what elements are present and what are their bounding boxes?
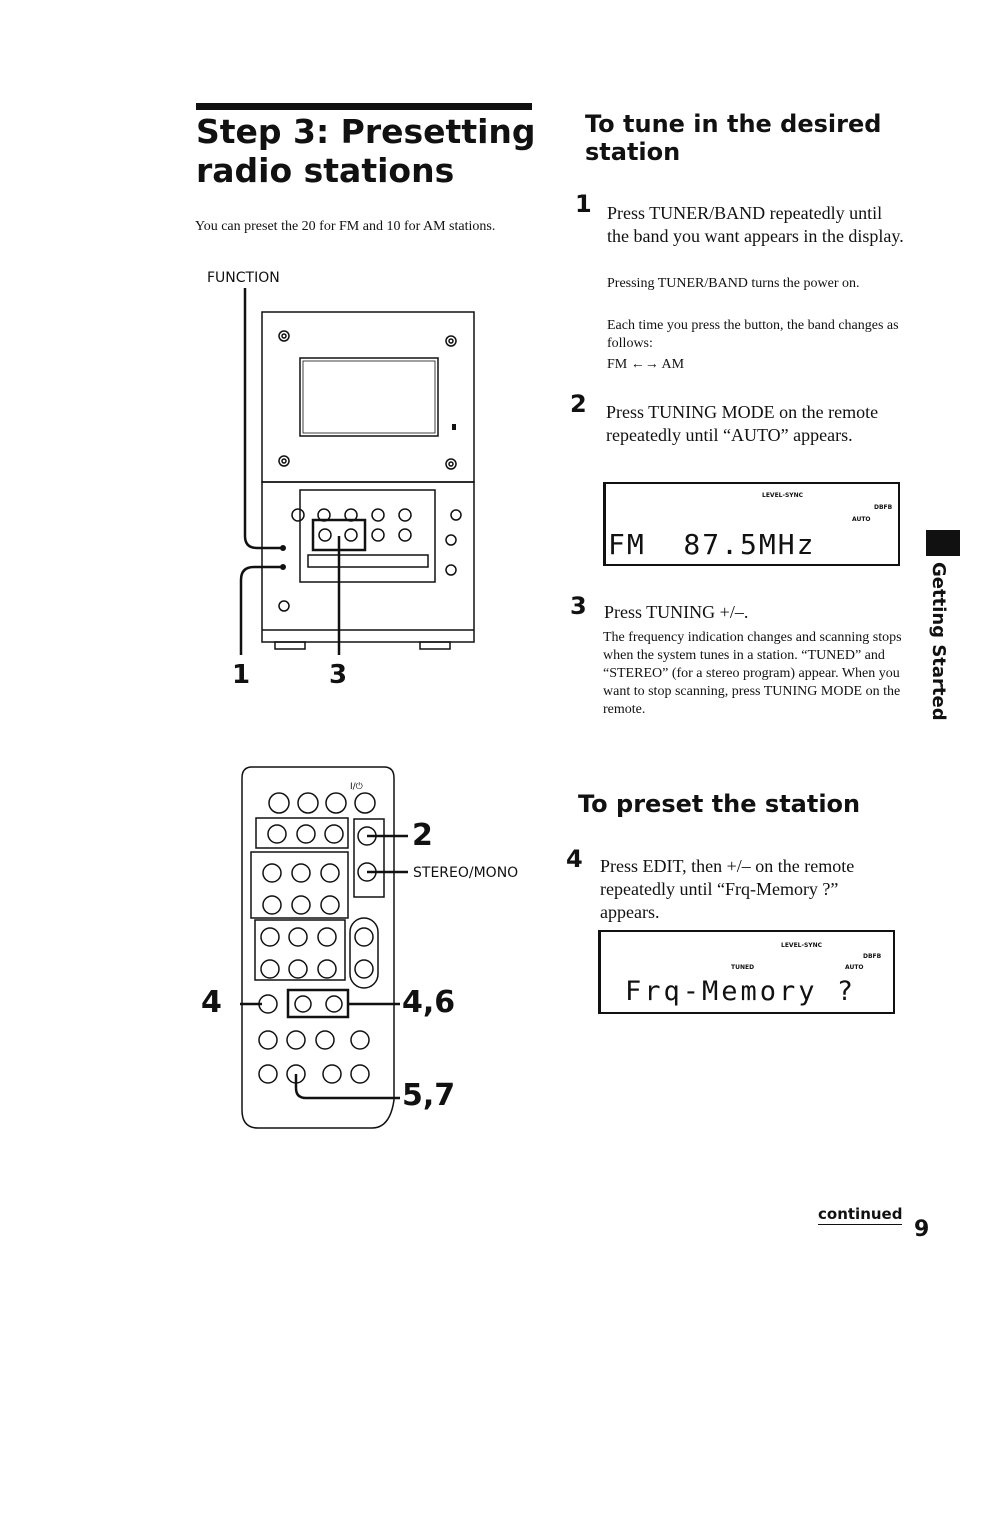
tune-heading-line-2: station: [585, 138, 681, 166]
step-2-text: Press TUNING MODE on the remote repeated…: [606, 402, 879, 445]
tune-heading: To tune in the desired station: [585, 110, 881, 166]
tune-heading-line-1: To tune in the desired: [585, 110, 882, 138]
callout-2: 2: [412, 818, 433, 853]
lcd2-tuned: TUNED: [731, 964, 755, 971]
remote-control-illustration: [240, 766, 408, 1129]
lcd2-level-sync: LEVEL-SYNC: [781, 942, 823, 949]
lcd1-auto: AUTO: [852, 516, 871, 523]
section-tab-marker: [926, 530, 960, 556]
page-title: Step 3: Presetting radio stations: [196, 112, 536, 190]
power-symbol: I/⏻: [350, 782, 363, 792]
callout-lines: [239, 288, 341, 655]
display-frq-memory: LEVEL-SYNC DBFB TUNED AUTO Frq-Memory ?: [598, 930, 895, 1014]
step-1-text: Press TUNER/BAND repeatedly until the ba…: [607, 203, 904, 246]
stereo-mono-label: STEREO/MONO: [413, 865, 519, 881]
continued-label: continued: [818, 1205, 903, 1225]
page-number: 9: [914, 1217, 930, 1242]
step-1-number: 1: [575, 190, 592, 218]
stereo-unit-illustration: [239, 288, 475, 655]
intro-text: You can preset the 20 for FM and 10 for …: [195, 219, 496, 234]
step-2-number: 2: [570, 390, 587, 418]
step-4-number: 4: [566, 845, 583, 873]
step-1-note-2: Each time you press the button, the band…: [607, 318, 899, 351]
callout-1: 1: [232, 660, 251, 690]
unit-display-window: [299, 357, 439, 437]
step-3-note: The frequency indication changes and sca…: [603, 630, 902, 717]
lcd2-auto: AUTO: [845, 964, 864, 971]
remote-body: [241, 766, 395, 1129]
title-line-1: Step 3: Presetting: [196, 112, 536, 151]
lcd2-text: Frq-Memory ?: [625, 976, 857, 1007]
unit-top-panel: [261, 311, 475, 483]
lcd1-level-sync: LEVEL-SYNC: [762, 492, 804, 499]
step-1-note-3: FM ←→ AM: [607, 357, 685, 372]
title-line-2: radio stations: [196, 151, 455, 190]
display-fm-frequency: LEVEL-SYNC DBFB AUTO FM 87.5MHz: [603, 482, 900, 566]
lcd2-dbfb: DBFB: [863, 953, 882, 960]
heading-rule: [196, 103, 532, 110]
callout-4-6: 4,6: [402, 985, 456, 1020]
callout-3: 3: [329, 660, 348, 690]
function-label: FUNCTION: [207, 270, 280, 286]
lcd1-frequency: FM 87.5MHz: [608, 528, 816, 561]
step-1-note-1: Pressing TUNER/BAND turns the power on.: [607, 276, 860, 291]
step-4-text: Press EDIT, then +/– on the remote repea…: [600, 856, 855, 922]
callout-4: 4: [201, 985, 222, 1020]
step-3-text: Press TUNING +/–.: [604, 602, 749, 622]
lcd1-dbfb: DBFB: [874, 504, 893, 511]
unit-bottom-panel: [261, 481, 475, 643]
step-3-number: 3: [570, 592, 587, 620]
remote-callout-lines: [240, 834, 408, 1100]
section-tab-label: Getting Started: [928, 562, 949, 721]
callout-5-7: 5,7: [402, 1078, 456, 1113]
preset-heading: To preset the station: [578, 790, 861, 818]
